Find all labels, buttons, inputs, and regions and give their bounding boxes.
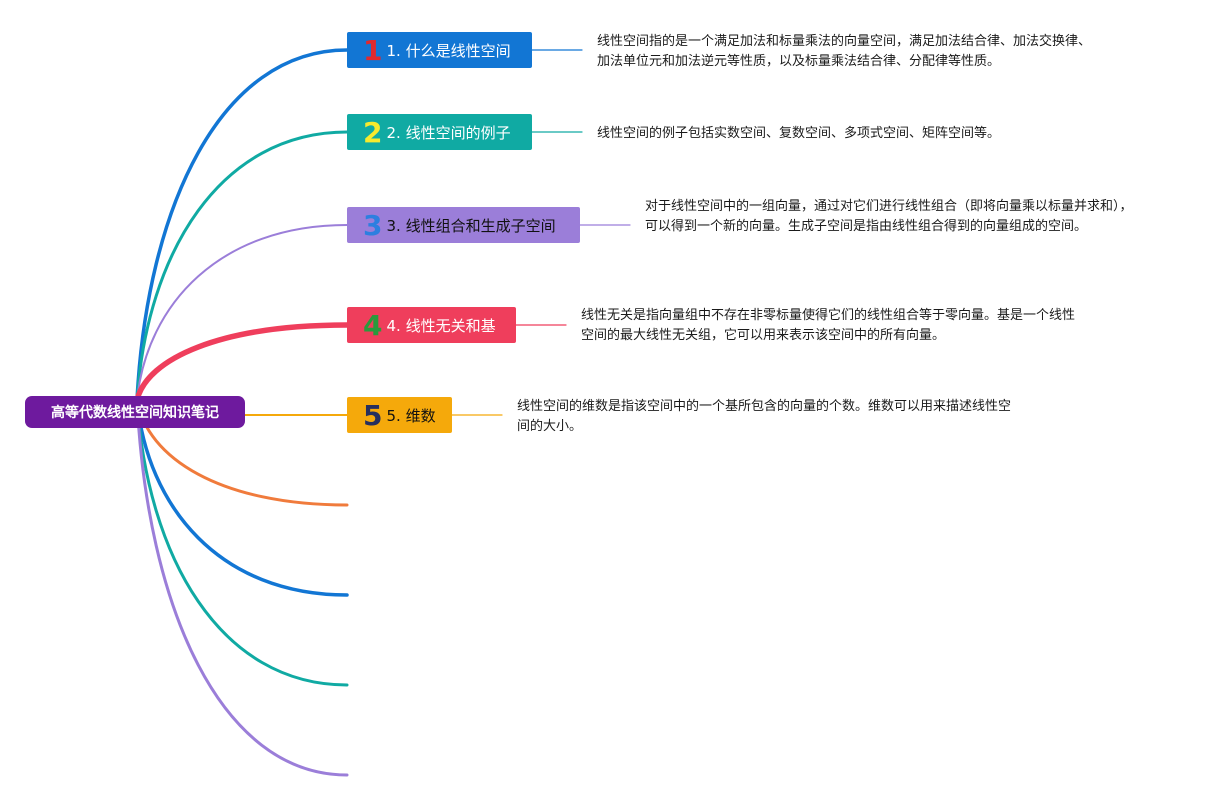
note-linear-combination-span[interactable]: 对于线性空间中的一组向量，通过对它们进行线性组合（即将向量乘以标量并求和），可以… xyxy=(645,199,1133,234)
topic-label: 1. 什么是线性空间 xyxy=(386,41,511,60)
empty-branch-4 xyxy=(135,398,349,777)
topic-linear-independence-basis[interactable]: 4 4. 线性无关和基 xyxy=(347,307,516,343)
note-linear-space-examples[interactable]: 线性空间的例子包括实数空间、复数空间、多项式空间、矩阵空间等。 xyxy=(597,126,1001,141)
branch-topic-4 xyxy=(134,322,350,403)
empty-branch-2 xyxy=(135,398,349,597)
number-five-icon: 5 xyxy=(363,399,383,432)
number-one-icon: 1 xyxy=(363,34,383,67)
branch-topic-1 xyxy=(135,48,349,402)
note-linear-independence-basis[interactable]: 线性无关是指向量组中不存在非零标量使得它们的线性组合等于零向量。基是一个线性空间… xyxy=(581,308,1076,343)
topic-linear-space-examples[interactable]: 2 2. 线性空间的例子 xyxy=(347,114,532,150)
number-three-icon: 3 xyxy=(363,209,383,242)
topic-label: 5. 维数 xyxy=(386,406,436,425)
note-dimension[interactable]: 线性空间的维数是指该空间中的一个基所包含的向量的个数。维数可以用来描述线性空间的… xyxy=(517,399,1012,434)
topic-label: 2. 线性空间的例子 xyxy=(386,123,511,142)
number-four-icon: 4 xyxy=(363,309,383,342)
branch-topic-2 xyxy=(135,130,349,402)
root-topic[interactable]: 高等代数线性空间知识笔记 xyxy=(25,396,245,428)
topic-linear-combination-span[interactable]: 3 3. 线性组合和生成子空间 xyxy=(347,207,580,243)
root-topic-label: 高等代数线性空间知识笔记 xyxy=(51,405,219,421)
topic-dimension[interactable]: 5 5. 维数 xyxy=(347,397,452,433)
number-two-icon: 2 xyxy=(363,116,383,149)
empty-branch-3 xyxy=(135,398,349,687)
note-what-is-linear-space[interactable]: 线性空间指的是一个满足加法和标量乘法的向量空间，满足加法结合律、加法交换律、加法… xyxy=(597,34,1092,69)
branch-topic-3 xyxy=(136,224,348,401)
topic-label: 3. 线性组合和生成子空间 xyxy=(386,216,556,235)
topic-label: 4. 线性无关和基 xyxy=(386,316,496,335)
topic-what-is-linear-space[interactable]: 1 1. 什么是线性空间 xyxy=(347,32,532,68)
